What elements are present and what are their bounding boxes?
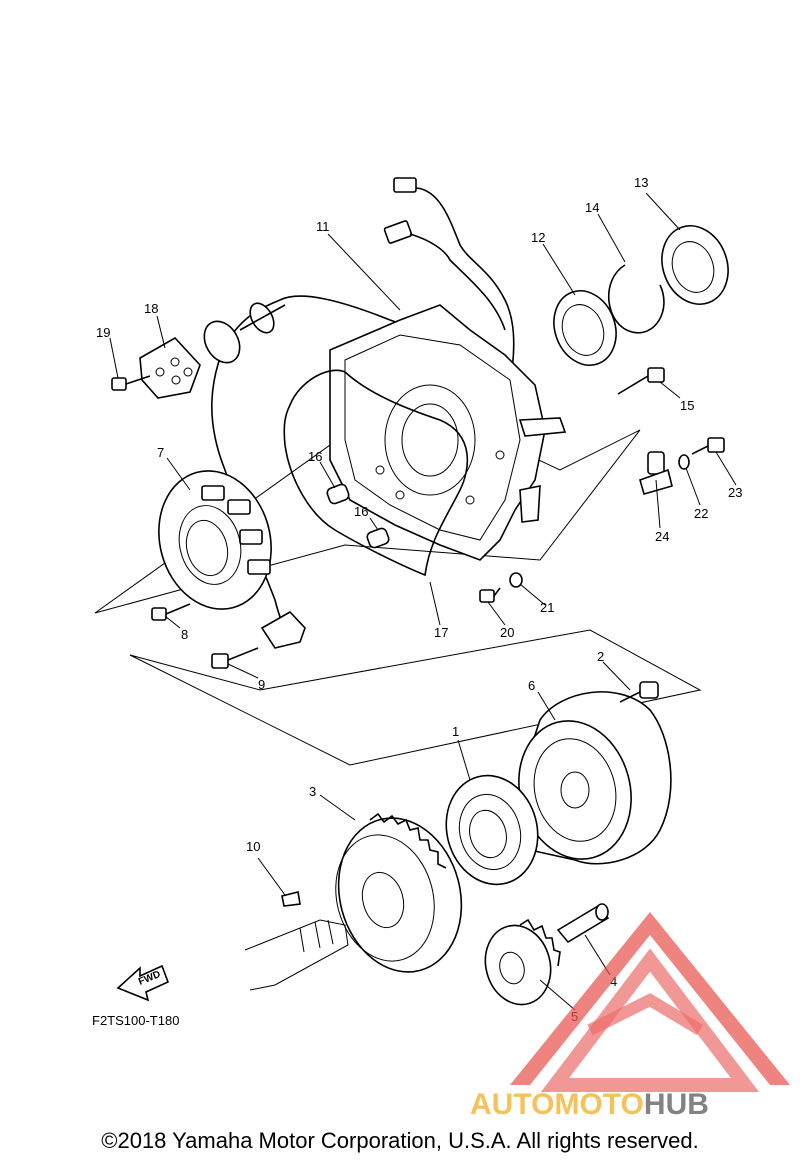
callout-23: 23 (728, 485, 742, 500)
starter-gear (335, 812, 463, 973)
crankshaft-end (244, 919, 349, 991)
callout-16a: 16 (308, 449, 322, 464)
bolt-8 (151, 603, 191, 621)
callout-7: 7 (157, 445, 164, 460)
flywheel (518, 691, 672, 865)
diagram-code: F2TS100-T180 (92, 1013, 179, 1028)
lower-group-frame (129, 629, 702, 766)
crankcase-cover (329, 304, 567, 561)
dowel-pin-b (366, 527, 390, 549)
callout-22: 22 (694, 506, 708, 521)
callout-4: 4 (610, 974, 617, 989)
watermark-triangle-icon (510, 912, 790, 1085)
woodruff-key (281, 891, 301, 907)
grommet-plate (139, 302, 286, 399)
callout-9: 9 (258, 677, 265, 692)
idler-shaft (556, 903, 610, 944)
callout-24: 24 (655, 529, 669, 544)
callout-11: 11 (316, 219, 330, 234)
watermark-auto: AUTO (470, 1088, 554, 1121)
bearing (553, 290, 617, 366)
callout-10: 10 (246, 839, 260, 854)
bolt-9 (211, 647, 259, 669)
bolt-2 (619, 681, 659, 703)
dowel-pin-a (326, 483, 350, 505)
watermark-logo: AUTOMOTOHUB (470, 912, 790, 1121)
callout-numbers: 1 2 3 4 5 6 7 8 9 10 11 12 13 14 15 16 1… (96, 175, 742, 1024)
gasket (283, 369, 469, 577)
callout-16b: 16 (354, 504, 368, 519)
copyright-footer: ©2018 Yamaha Motor Corporation, U.S.A. A… (101, 1128, 699, 1153)
callout-21: 21 (540, 600, 554, 615)
leader-lines (109, 192, 737, 1011)
washer-21 (509, 572, 523, 588)
callout-18: 18 (144, 301, 158, 316)
callout-14: 14 (585, 200, 599, 215)
callout-20: 20 (500, 625, 514, 640)
callout-15: 15 (680, 398, 694, 413)
callout-1: 1 (452, 724, 459, 739)
callout-17: 17 (434, 625, 448, 640)
fwd-arrow-icon: FWD (116, 964, 170, 1002)
pickup-sensor (260, 610, 306, 649)
screw-19 (111, 375, 151, 391)
screw-23 (691, 437, 725, 455)
oil-seal (661, 225, 729, 305)
callout-8: 8 (181, 627, 188, 642)
callout-2: 2 (597, 649, 604, 664)
idler-gear (484, 918, 561, 1006)
watermark-text: AUTOMOTOHUB (470, 1088, 709, 1121)
callout-3: 3 (309, 784, 316, 799)
watermark-moto: MOTO (554, 1088, 643, 1121)
stator (158, 470, 272, 610)
circlip (607, 264, 665, 334)
washer-22 (678, 454, 690, 470)
watermark-hub: HUB (644, 1088, 709, 1121)
bolt-20 (479, 587, 501, 603)
one-way-clutch (445, 774, 539, 886)
callout-12: 12 (531, 230, 545, 245)
bolt-15 (617, 367, 665, 395)
callout-19: 19 (96, 325, 110, 340)
callout-6: 6 (528, 678, 535, 693)
callout-13: 13 (634, 175, 648, 190)
sensor-24 (639, 451, 673, 495)
